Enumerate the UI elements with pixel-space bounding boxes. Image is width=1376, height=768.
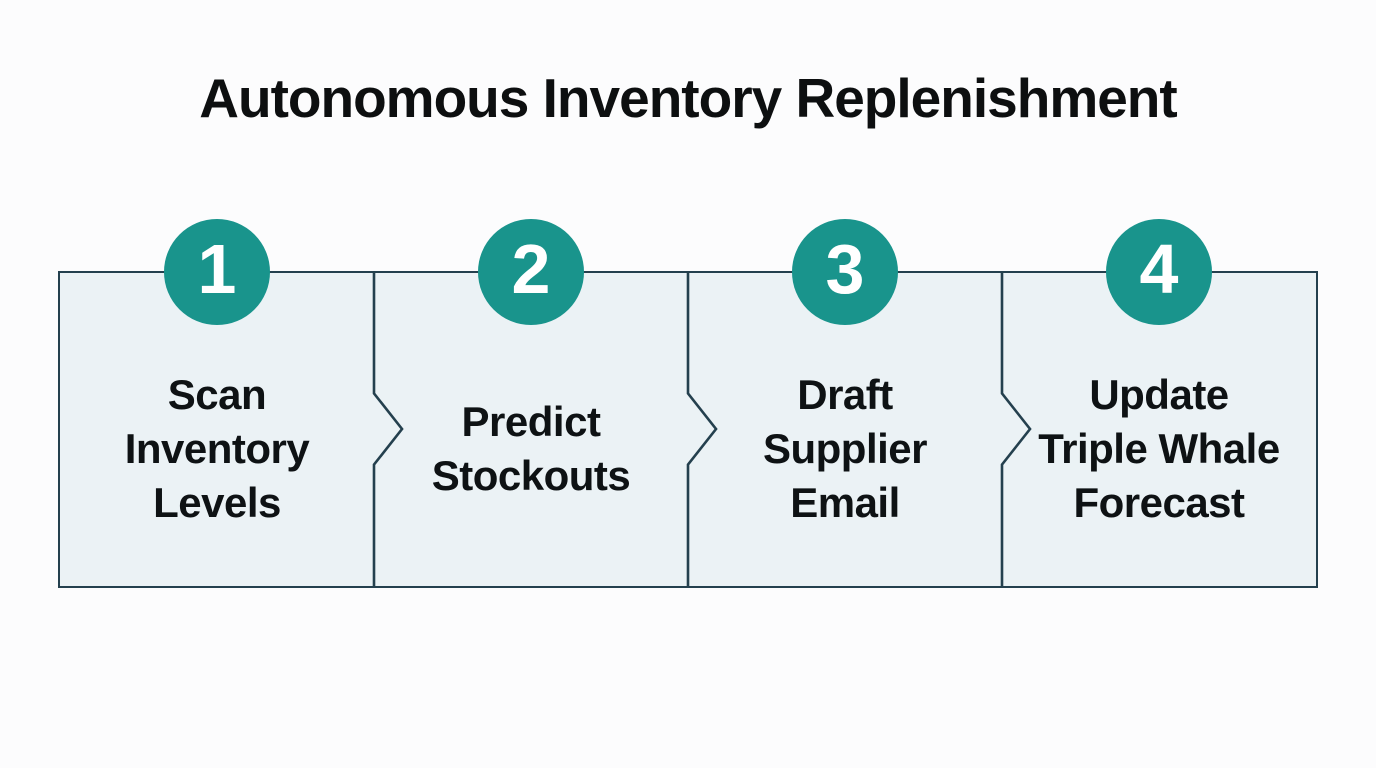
step-2-label-line: Stockouts — [431, 451, 631, 499]
step-3-label: Draft Supplier Email — [762, 368, 928, 530]
step-3: 3 Draft Supplier Email — [688, 219, 1002, 586]
step-4-number-badge: 4 — [1106, 219, 1212, 325]
step-2-label: Predict Stockouts — [432, 395, 631, 503]
step-1-label: Scan Inventory Levels — [125, 368, 310, 530]
step-4-label-line: Forecast — [1073, 478, 1245, 526]
step-2-label-line: Predict — [461, 397, 601, 445]
step-2-number-badge: 2 — [478, 219, 584, 325]
step-sections: 1 Scan Inventory Levels 2 Predict Stocko… — [60, 219, 1316, 586]
page-title: Autonomous Inventory Replenishment — [199, 67, 1177, 129]
step-4-label-line: Update — [1089, 370, 1229, 418]
step-4-label: Update Triple Whale Forecast — [1038, 368, 1280, 530]
step-1-label-line: Scan — [167, 370, 267, 418]
step-1-label-line: Levels — [153, 478, 281, 526]
step-1-number: 1 — [197, 230, 237, 308]
step-3-number-badge: 3 — [792, 219, 898, 325]
step-4: 4 Update Triple Whale Forecast — [1002, 219, 1316, 586]
step-2: 2 Predict Stockouts — [374, 219, 688, 586]
flow-diagram: 1 Scan Inventory Levels 2 Predict Stocko… — [58, 219, 1318, 588]
step-3-number: 3 — [825, 230, 865, 308]
step-1-number-badge: 1 — [164, 219, 270, 325]
step-3-label-line: Supplier — [762, 424, 928, 472]
step-4-number: 4 — [1139, 230, 1179, 308]
step-3-label-line: Email — [790, 478, 900, 526]
step-3-label-line: Draft — [797, 370, 893, 418]
step-2-number: 2 — [511, 230, 551, 308]
step-1: 1 Scan Inventory Levels — [60, 219, 374, 586]
step-4-label-line: Triple Whale — [1038, 424, 1280, 472]
step-1-label-line: Inventory — [124, 424, 310, 472]
